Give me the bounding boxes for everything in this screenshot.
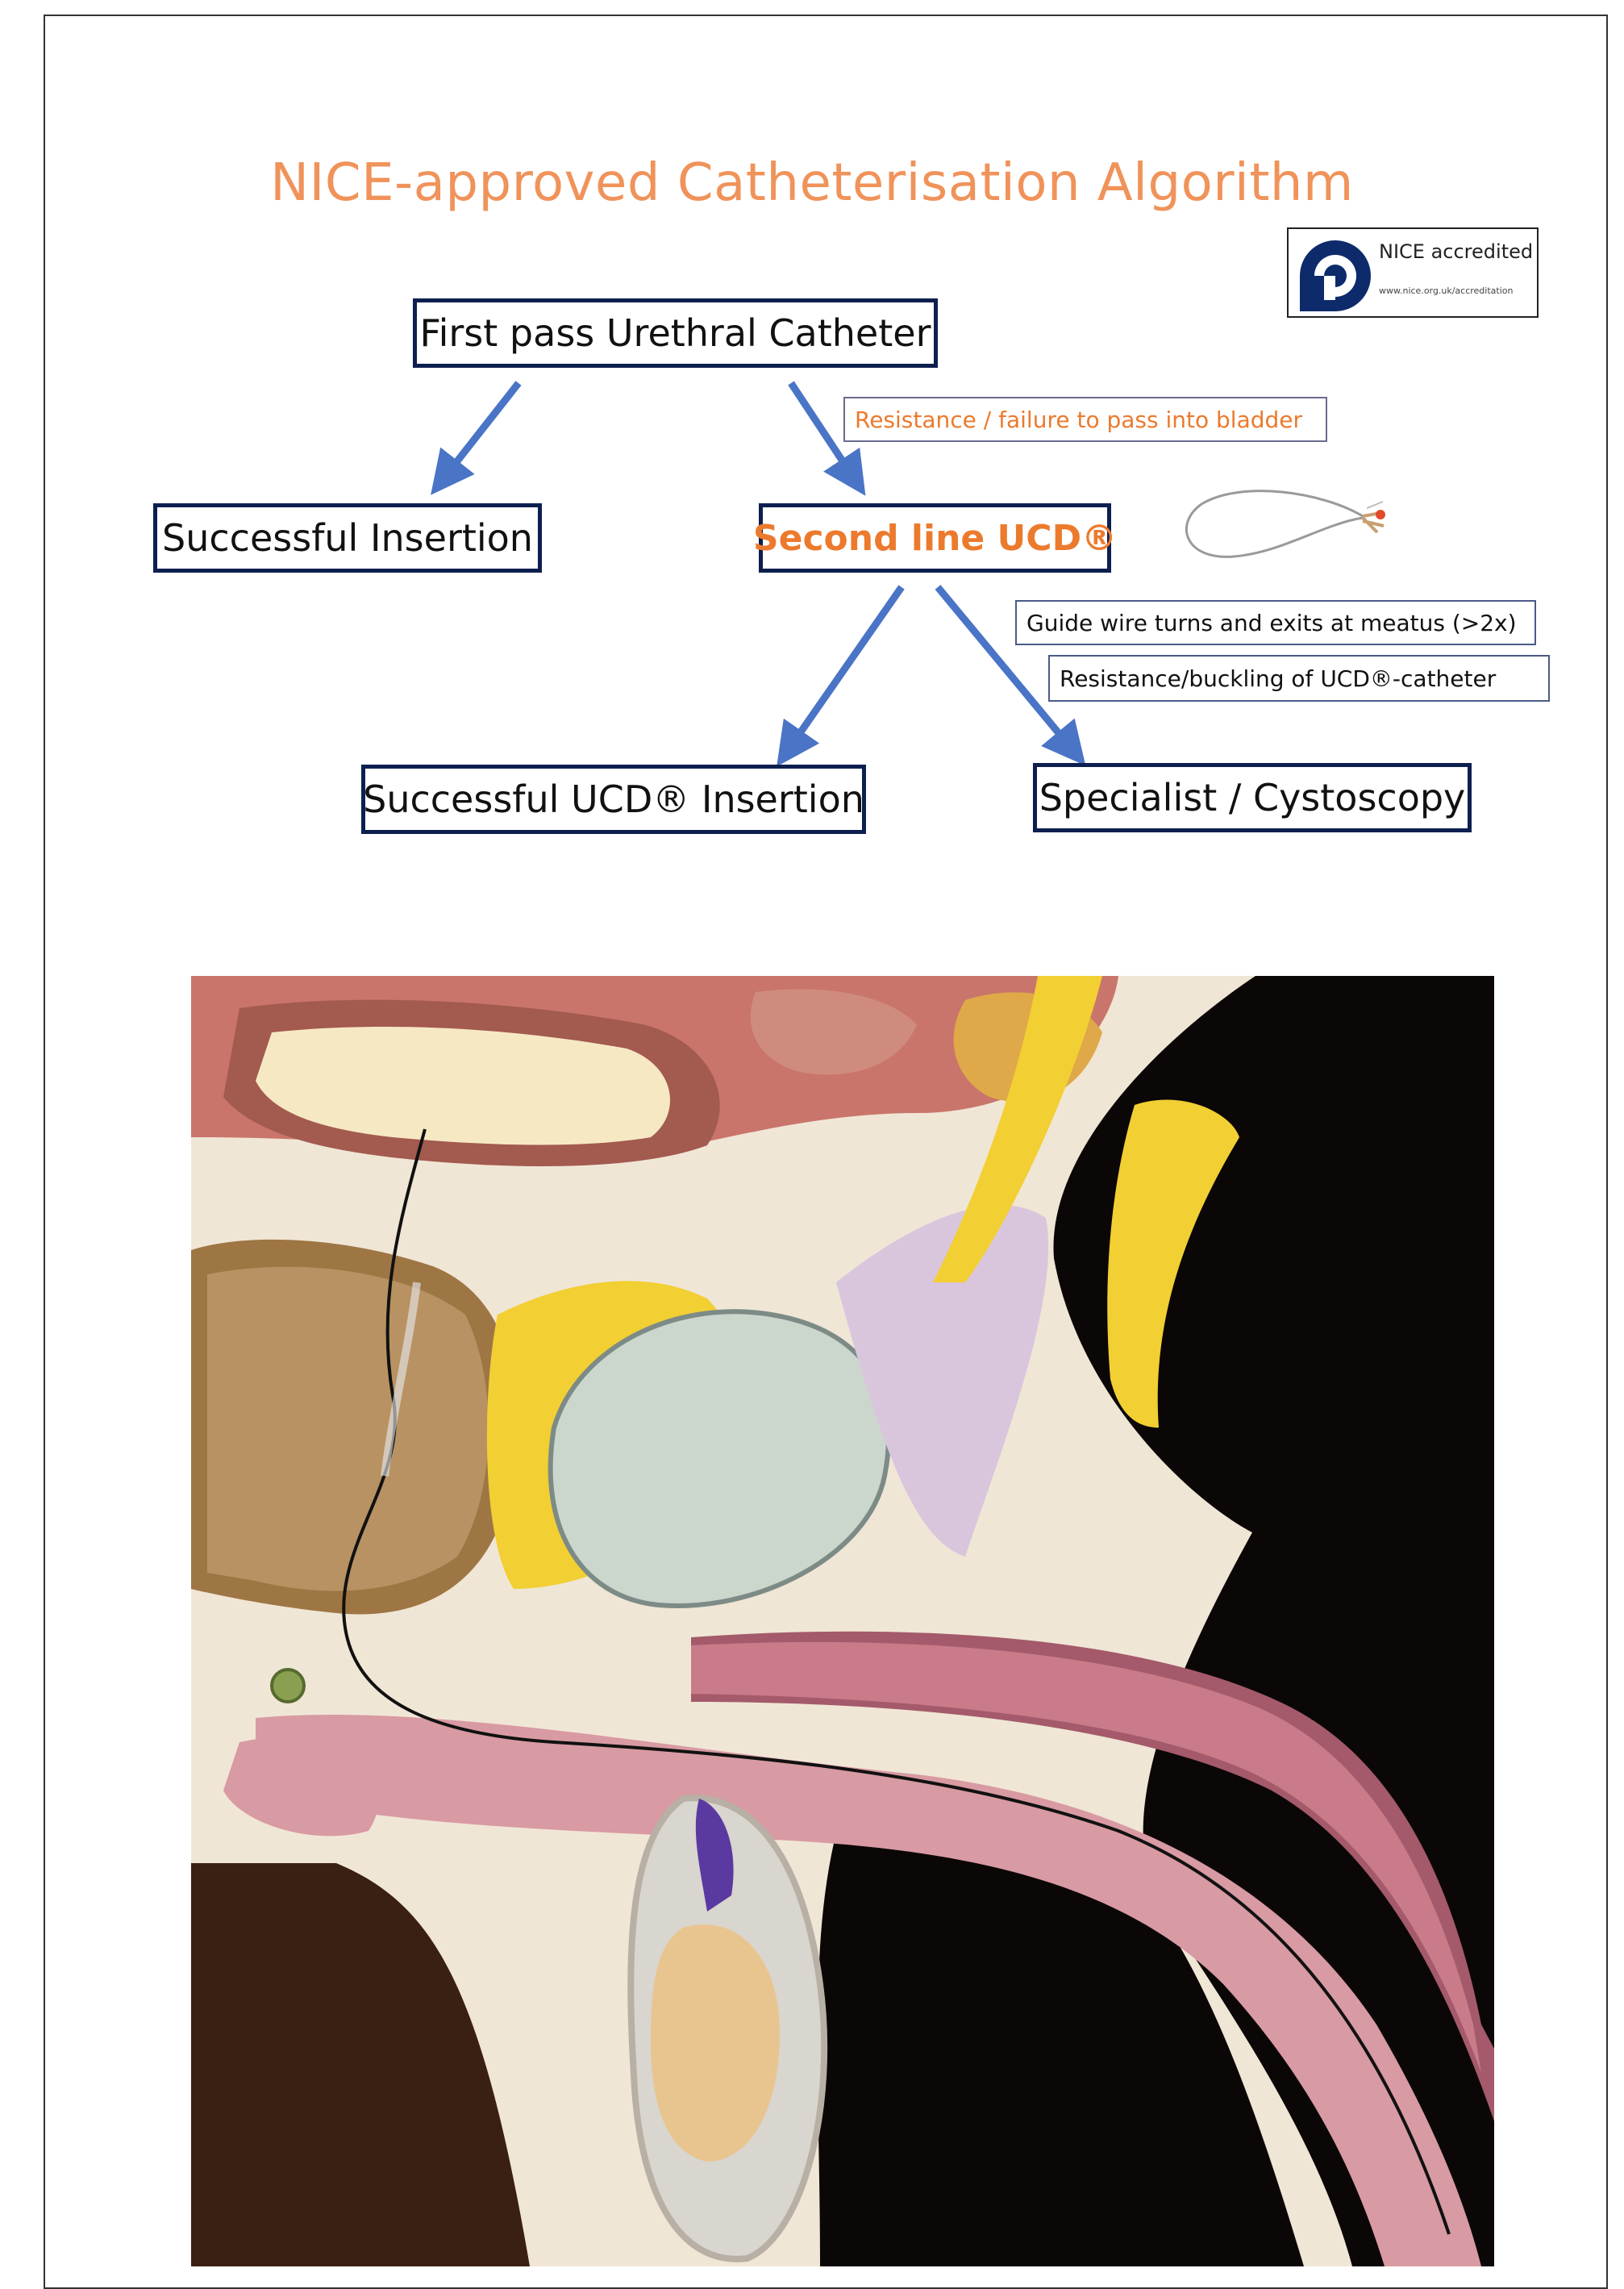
note-guide-wire: Guide wire turns and exits at meatus (>2… bbox=[1015, 600, 1536, 645]
node-successful-ucd-insertion: Successful UCD® Insertion bbox=[361, 765, 866, 834]
node-specialist-cystoscopy: Specialist / Cystoscopy bbox=[1033, 763, 1472, 832]
note-buckling: Resistance/buckling of UCD®-catheter bbox=[1048, 655, 1550, 702]
catheter-illustration-icon bbox=[1169, 484, 1411, 573]
nice-accredited-badge: NICE accredited www.nice.org.uk/accredit… bbox=[1287, 227, 1539, 318]
badge-url: www.nice.org.uk/accreditation bbox=[1379, 286, 1513, 296]
node-successful-insertion: Successful Insertion bbox=[153, 503, 542, 573]
anatomical-illustration bbox=[191, 976, 1494, 2266]
badge-label: NICE accredited bbox=[1379, 240, 1533, 263]
urethral-anatomy-image bbox=[191, 976, 1494, 2266]
page-title: NICE-approved Catheterisation Algorithm bbox=[0, 153, 1624, 213]
nice-logo-icon bbox=[1295, 234, 1376, 315]
node-first-pass-catheter: First pass Urethral Catheter bbox=[413, 298, 938, 368]
node-second-line-ucd: Second line UCD® bbox=[759, 503, 1111, 573]
note-resistance-failure: Resistance / failure to pass into bladde… bbox=[843, 397, 1327, 442]
